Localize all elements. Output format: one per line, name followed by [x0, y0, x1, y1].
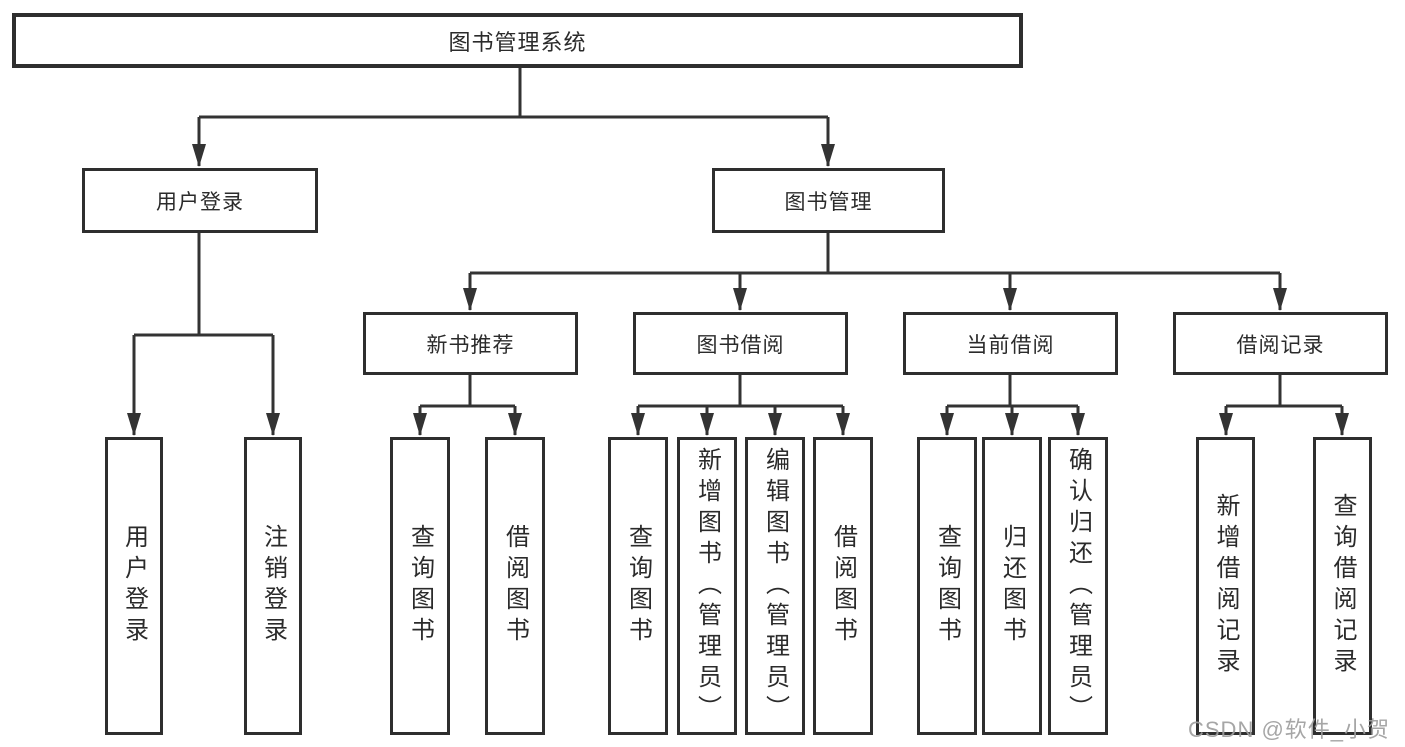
node-borrow-records: 借阅记录 [1173, 312, 1388, 375]
arrowhead [413, 413, 427, 436]
arrowhead [1005, 413, 1019, 436]
leaf-user-login: 用户登录 [105, 437, 163, 735]
leaf-query-books-recommend: 查询图书 [390, 437, 450, 735]
leaf-query-books-borrow: 查询图书 [608, 437, 668, 735]
connector-borrow-records-to-leaves [1224, 375, 1344, 435]
arrowhead [768, 413, 782, 436]
leaf-query-books-current: 查询图书 [917, 437, 977, 735]
arrowheads [127, 144, 1349, 436]
arrowhead [836, 413, 850, 436]
connector-new-book-recommend-to-leaves [418, 375, 517, 435]
connector-book-borrow-to-leaves [636, 375, 845, 435]
node-root: 图书管理系统 [12, 13, 1023, 68]
connector-root-to-level2 [197, 68, 830, 166]
connector-book-management-to-level3 [468, 233, 1282, 310]
arrowhead [940, 413, 954, 436]
leaf-add-borrow-record: 新增借阅记录 [1196, 437, 1255, 735]
arrowhead [700, 413, 714, 436]
arrowhead [508, 413, 522, 436]
connector-user-login-to-leaves [132, 233, 275, 435]
arrowhead [1071, 413, 1085, 436]
node-current-borrow: 当前借阅 [903, 312, 1118, 375]
arrowhead [1335, 413, 1349, 436]
arrowhead [821, 144, 835, 167]
node-user-login: 用户登录 [82, 168, 318, 233]
leaf-borrow-books: 借阅图书 [813, 437, 873, 735]
leaf-add-book-admin: 新增图书（管理员） [677, 437, 737, 735]
arrowhead [733, 288, 747, 311]
arrowhead [1219, 413, 1233, 436]
leaf-edit-book-admin: 编辑图书（管理员） [745, 437, 805, 735]
node-book-borrow: 图书借阅 [633, 312, 848, 375]
node-new-book-recommend: 新书推荐 [363, 312, 578, 375]
arrowhead [192, 144, 206, 167]
arrowhead [127, 413, 141, 436]
leaf-return-book: 归还图书 [982, 437, 1042, 735]
arrowhead [463, 288, 477, 311]
leaf-logout: 注销登录 [244, 437, 302, 735]
node-book-management: 图书管理 [712, 168, 945, 233]
leaf-query-borrow-record: 查询借阅记录 [1313, 437, 1372, 735]
arrowhead [631, 413, 645, 436]
leaf-borrow-books-recommend: 借阅图书 [485, 437, 545, 735]
arrowhead [1273, 288, 1287, 311]
arrowhead [1003, 288, 1017, 311]
leaf-confirm-return-admin: 确认归还（管理员） [1048, 437, 1108, 735]
arrowhead [266, 413, 280, 436]
